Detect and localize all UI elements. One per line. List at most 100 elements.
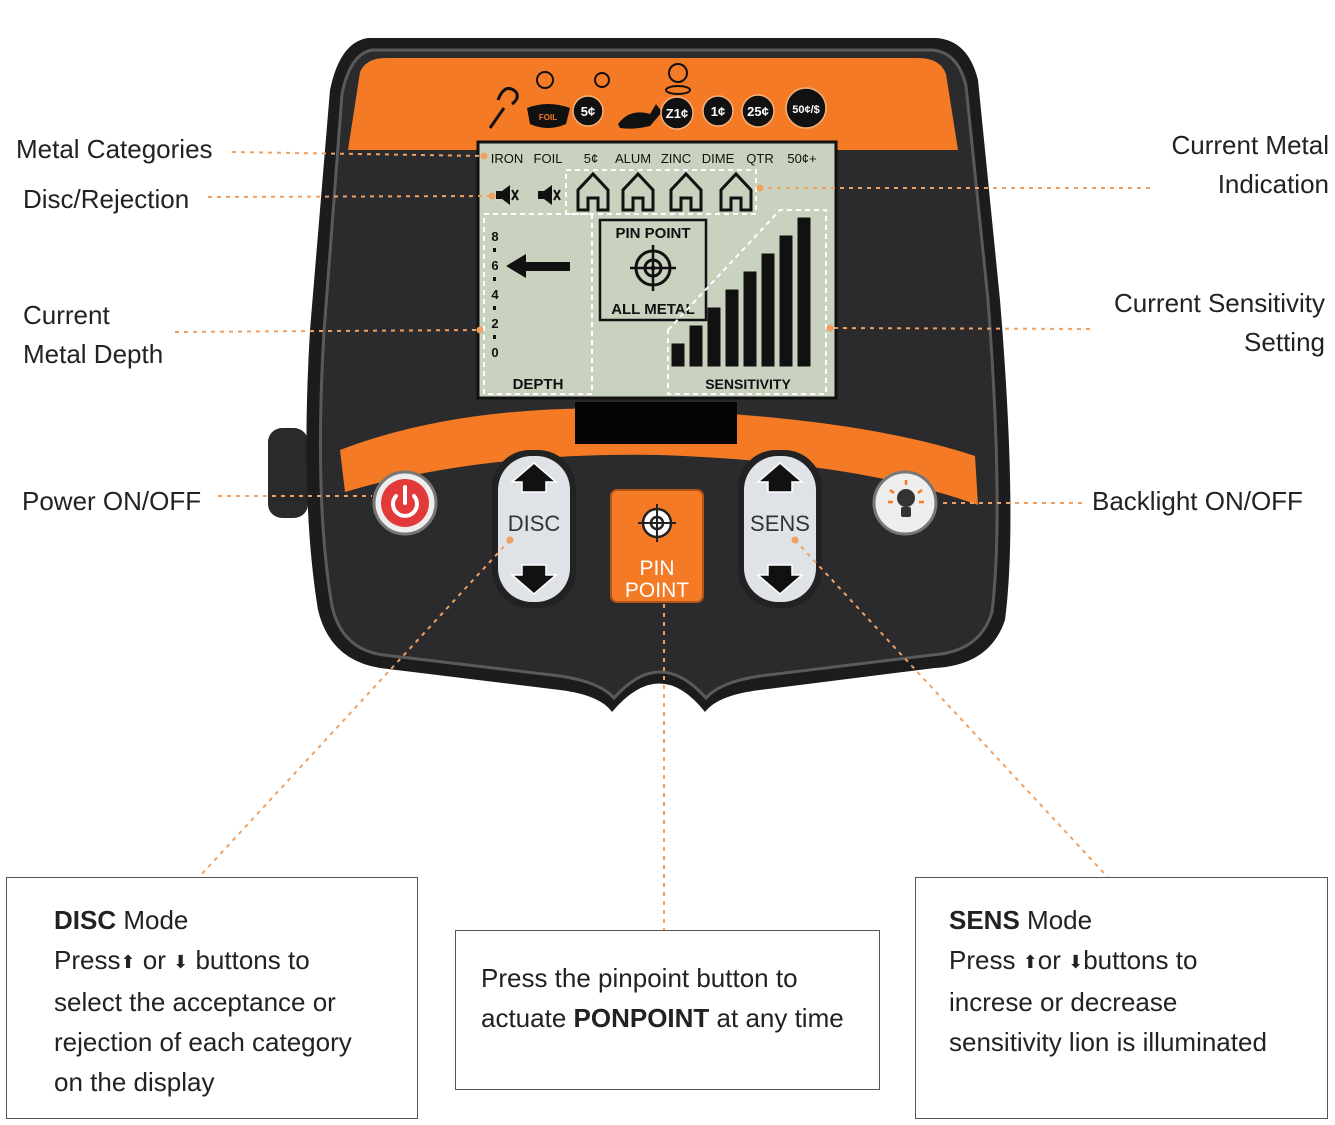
leader-dot [488, 192, 496, 200]
disc-down-button[interactable] [509, 564, 559, 595]
leader-dot [506, 536, 514, 544]
sens-mode-box: SENS Mode Press ⬆or ⬇buttons to increse … [915, 877, 1328, 1119]
depth-tick-label: 6 [491, 258, 498, 273]
side-knob [268, 428, 308, 518]
sens-down-button[interactable] [755, 564, 805, 595]
coin-icon: 50¢/$ [785, 87, 827, 129]
speaker-icon [538, 185, 561, 205]
callout-backlight: Backlight ON/OFF [1092, 486, 1303, 516]
disc-mode-line: Press⬆ or ⬇ buttons to [54, 940, 417, 982]
lcd-category-label: DIME [702, 151, 735, 166]
leader-dot [480, 152, 488, 160]
pinpoint-box: Press the pinpoint button to actuate PON… [455, 930, 880, 1090]
lcd-category-label: IRON [491, 151, 524, 166]
disc-up-button[interactable] [509, 462, 559, 493]
leader-dot [476, 326, 484, 334]
depth-tick-mark [493, 335, 496, 339]
coin-icon: 5¢ [572, 95, 604, 127]
callout-line: Indication [1217, 169, 1329, 199]
sensitivity-bar [779, 235, 793, 367]
callout-line: Setting [1244, 327, 1325, 357]
sens-mode-line: sensitivity lion is illuminated [949, 1027, 1267, 1058]
leader-line [829, 327, 1091, 330]
callout-metal-categories: Metal Categories [16, 134, 213, 164]
pinpoint-button[interactable]: PIN POINT [610, 489, 704, 603]
coin-label: 50¢/$ [792, 104, 820, 116]
depth-tick-mark [493, 248, 496, 252]
house-icon [719, 171, 753, 212]
sensitivity-bar [671, 343, 685, 367]
disc-mode-box: DISC Mode Press⬆ or ⬇ buttons to select … [6, 877, 418, 1119]
sensitivity-bar [707, 307, 721, 367]
sensitivity-bars [671, 217, 811, 367]
lcd-category-label: FOIL [534, 151, 563, 166]
iron-nail-icon [488, 86, 519, 129]
lcd-pinpoint-box [598, 218, 708, 322]
coin-icon: Z1¢ [660, 96, 694, 130]
depth-arrow-icon [506, 254, 570, 278]
sensitivity-label: SENSITIVITY [705, 376, 791, 392]
disc-mode-line: on the display [54, 1067, 215, 1098]
callout-current-metal-indication: Current Metal Indication [1172, 126, 1330, 204]
leader-line [794, 539, 1116, 886]
coin-outline-icon [594, 72, 610, 88]
leader-dot [756, 184, 764, 192]
pinpoint-label-line1: PIN [639, 557, 674, 580]
sens-mode-line: increse or decrease [949, 987, 1178, 1018]
sensitivity-bar [761, 253, 775, 367]
lcd-category-label: 50¢+ [787, 151, 816, 166]
depth-outline [483, 213, 593, 395]
lcd-category-label: ALUM [615, 151, 651, 166]
coin-label: 5¢ [581, 104, 595, 119]
callout-line: Metal Depth [23, 339, 164, 369]
accept-group-outline [565, 169, 757, 215]
coin-icons: 5¢ Z1¢ 1¢ 25¢ 50¢/$ [572, 87, 827, 130]
leader-dot [826, 324, 834, 332]
pinpoint-label-line2: POINT [625, 579, 689, 602]
accept-house-icons [576, 171, 753, 212]
lcd-category-label: 5¢ [584, 151, 598, 166]
coin-outline-icon [536, 71, 554, 89]
disc-mode-line: select the acceptance or [54, 987, 336, 1018]
leader-line [207, 195, 493, 198]
sensitivity-bar [689, 325, 703, 367]
callout-line: Current Sensitivity [1114, 288, 1325, 318]
coin-label: Z1¢ [666, 106, 688, 121]
callout-line: Current Metal [1171, 130, 1330, 160]
depth-tick-label: 2 [491, 316, 498, 331]
svg-text:FOIL: FOIL [539, 113, 557, 122]
callout-power: Power ON/OFF [22, 486, 202, 516]
lcd-all-metal-label: ALL METAL [611, 301, 695, 318]
sens-mode-title: SENS Mode [949, 905, 1093, 935]
depth-tick-mark [493, 277, 496, 281]
house-icon [669, 171, 703, 212]
house-icon [621, 171, 655, 212]
depth-tick-label: 0 [491, 345, 498, 360]
power-button[interactable] [372, 470, 438, 536]
crosshair-icon [638, 504, 676, 542]
disc-mode-title: DISC Mode [54, 905, 189, 935]
bulb-icon [888, 480, 924, 517]
coin-icon: 1¢ [702, 95, 734, 127]
coin-icon: 25¢ [741, 94, 775, 128]
sens-up-button[interactable] [755, 462, 805, 493]
down-arrow-icon: ⬇ [1068, 952, 1084, 973]
ring-icon [665, 63, 691, 95]
depth-tick-label: 8 [491, 229, 498, 244]
backlight-button[interactable] [872, 470, 938, 536]
disc-mode-line: rejection of each category [54, 1027, 352, 1058]
lcd-category-label: QTR [746, 151, 773, 166]
disc-rocker-face [498, 456, 570, 602]
disc-button-label: DISC [508, 511, 561, 536]
callout-current-sensitivity: Current Sensitivity Setting [1114, 284, 1325, 362]
crosshair-icon [630, 245, 676, 291]
lcd-category-label: ZINC [661, 151, 691, 166]
foil-icon: FOIL [527, 104, 570, 128]
coin-label: 1¢ [711, 104, 725, 119]
depth-tick-label: 4 [491, 287, 499, 302]
sens-mode-line: Press ⬆or ⬇buttons to [949, 940, 1327, 982]
up-arrow-icon: ⬆ [1022, 952, 1038, 973]
sens-button-label: SENS [750, 511, 810, 536]
